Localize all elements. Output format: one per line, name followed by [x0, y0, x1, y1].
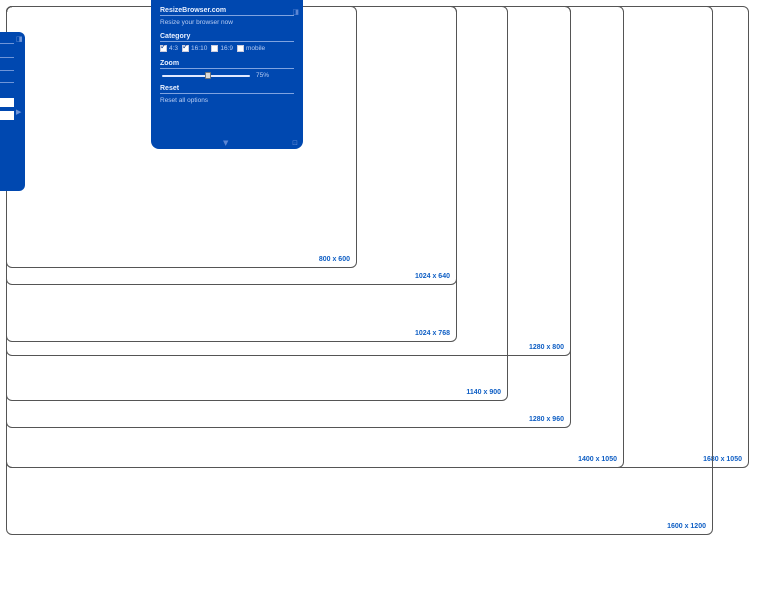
zoom-value: 75% — [256, 72, 270, 79]
sidebar-input[interactable] — [0, 98, 14, 107]
collapse-icon[interactable]: ◨ — [16, 35, 23, 43]
zoom-control: 75% — [162, 71, 294, 79]
zoom-slider[interactable] — [162, 71, 250, 79]
divider — [160, 15, 294, 16]
frame-size-label: 1600 x 1200 — [667, 523, 706, 530]
grip-icon[interactable]: ⊡ — [292, 139, 298, 147]
sidebar-input[interactable] — [0, 111, 14, 120]
sidebar-divider — [0, 82, 14, 83]
sidebar-divider — [0, 43, 14, 44]
category-option-mobile[interactable]: mobile — [236, 45, 266, 52]
checkbox[interactable] — [236, 45, 244, 52]
category-options: 4:3 16:10 16:9 mobile — [160, 42, 294, 52]
zoom-slider-handle[interactable] — [204, 71, 211, 79]
category-label: 16:9 — [220, 45, 233, 52]
category-heading: Category — [160, 33, 191, 40]
category-option-16-9[interactable]: 16:9 — [211, 45, 233, 52]
checkbox[interactable] — [211, 45, 219, 52]
reset-heading: Reset — [160, 85, 180, 92]
sidebar-divider — [0, 70, 14, 71]
frame-size-label: 1024 x 768 — [414, 330, 450, 337]
frame-size-label: 1280 x 960 — [528, 416, 564, 423]
site-title[interactable]: ResizeBrowser.com — [160, 7, 227, 14]
frame-size-label: 1400 x 1050 — [578, 456, 617, 463]
frame-size-label: 1280 x 800 — [528, 344, 564, 351]
frame-size-label: 800 x 600 — [318, 256, 350, 263]
tagline: Resize your browser now — [160, 19, 233, 26]
reset-all-link[interactable]: Reset all options — [160, 97, 209, 104]
category-label: 16:10 — [191, 45, 208, 52]
chevron-down-icon[interactable]: ▼ — [223, 139, 229, 147]
category-option-4-3[interactable]: 4:3 — [160, 42, 179, 52]
divider — [160, 93, 294, 94]
category-label: 4:3 — [169, 45, 179, 52]
checkbox-checked[interactable] — [160, 42, 167, 52]
frame-size-label: 1680 x 1050 — [703, 456, 742, 463]
frame-size-label: 1140 x 900 — [466, 389, 501, 396]
category-option-16-10[interactable]: 16:10 — [182, 42, 208, 52]
divider — [160, 68, 294, 69]
category-label: mobile — [245, 45, 266, 52]
divider — [160, 41, 294, 42]
frame-size-label: 1024 x 640 — [414, 273, 450, 280]
sidebar-divider — [0, 57, 14, 58]
collapsed-sidebar[interactable]: ◨ ▶ — [0, 32, 25, 191]
arrow-right-icon[interactable]: ▶ — [16, 108, 22, 116]
collapse-icon[interactable]: ◨ — [292, 8, 299, 16]
control-panel: ResizeBrowser.com Resize your browser no… — [151, 0, 303, 149]
checkbox-checked[interactable] — [182, 42, 190, 52]
zoom-heading: Zoom — [160, 60, 180, 67]
